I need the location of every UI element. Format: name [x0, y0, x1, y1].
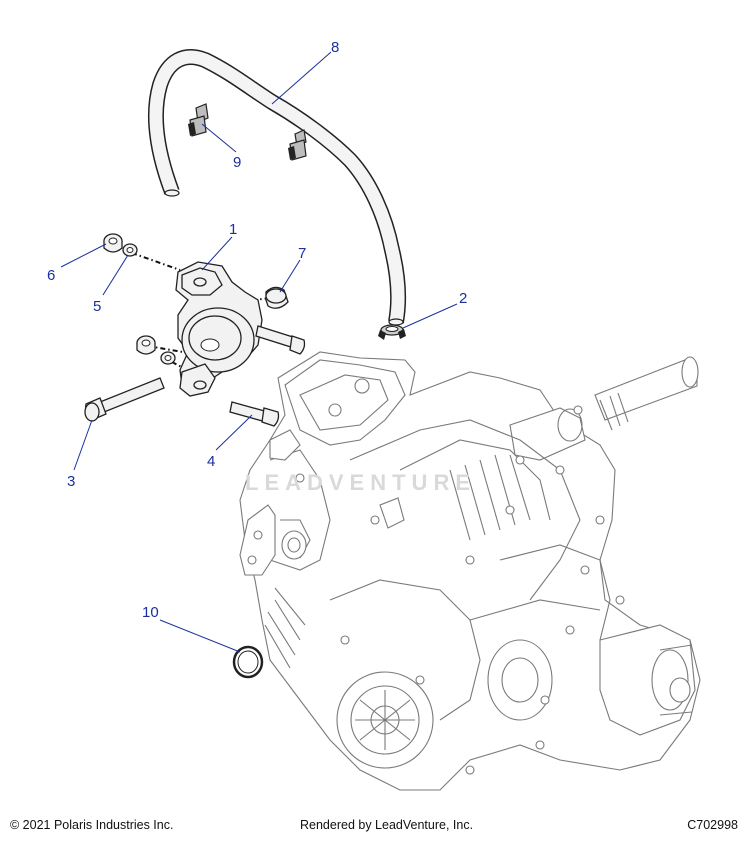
hose-clamp	[378, 324, 406, 340]
breather-hose	[147, 49, 407, 326]
washer-lower	[160, 351, 176, 365]
callout-3: 3	[67, 473, 75, 490]
washer-upper	[122, 243, 138, 257]
short-bolt	[229, 401, 280, 427]
callout-2: 2	[459, 290, 467, 307]
spacer-grommet	[265, 286, 289, 309]
long-bolt	[84, 377, 165, 422]
bolt-upper-right	[255, 325, 306, 355]
sensor-housing	[175, 261, 263, 397]
callout-5: 5	[93, 298, 101, 315]
transmission-housing	[239, 351, 701, 791]
callout-numbers: 1 2 3 4 5 6 7 8 9 10	[47, 39, 467, 621]
hose-clip-right	[288, 129, 307, 161]
callout-1: 1	[229, 221, 237, 238]
flange-nut-upper	[103, 233, 123, 253]
hose-clip-left	[188, 103, 209, 137]
callout-4: 4	[207, 453, 215, 470]
callout-10: 10	[142, 604, 159, 621]
callout-6: 6	[47, 267, 55, 284]
watermark: LEADVENTURE	[245, 470, 476, 495]
callout-9: 9	[233, 154, 241, 171]
o-ring	[232, 645, 264, 679]
callout-8: 8	[331, 39, 339, 56]
rendered-by-credit: Rendered by LeadVenture, Inc.	[300, 818, 474, 832]
callout-7: 7	[298, 245, 306, 262]
callout-leaders	[60, 51, 458, 653]
flange-nut-lower	[136, 335, 156, 355]
copyright-notice: © 2021 Polaris Industries Inc.	[10, 818, 174, 832]
diagram-code: C702998	[687, 818, 738, 832]
